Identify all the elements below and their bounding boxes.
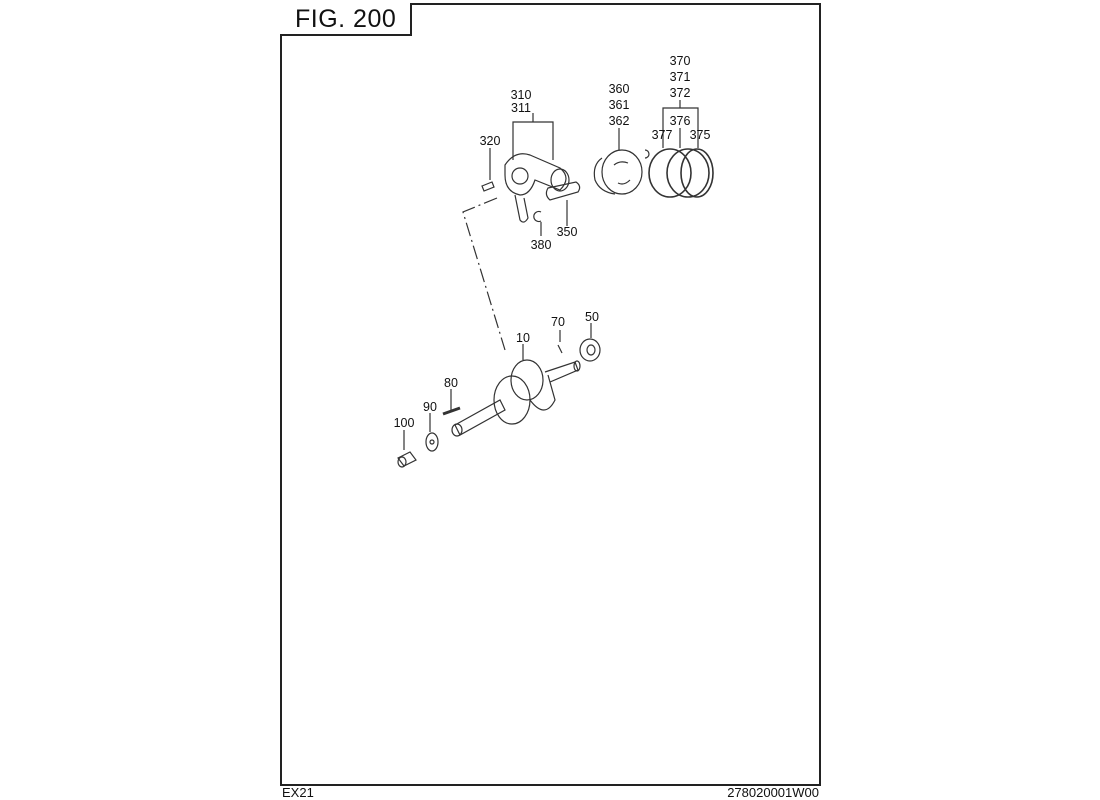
callout-10: 10 <box>516 331 530 345</box>
piston-drawing <box>533 149 650 223</box>
crankshaft-drawing <box>397 338 601 468</box>
callout-371: 371 <box>669 70 691 84</box>
callout-376: 376 <box>669 114 691 128</box>
callout-377: 377 <box>651 128 673 142</box>
callout-350: 350 <box>556 225 578 239</box>
callout-370: 370 <box>669 54 691 68</box>
piston-rings-drawing <box>648 148 714 198</box>
connecting-rod-drawing <box>481 153 570 223</box>
callout-380: 380 <box>530 238 552 252</box>
callout-80: 80 <box>444 376 458 390</box>
callout-320: 320 <box>479 134 501 148</box>
callout-362: 362 <box>608 114 630 128</box>
callout-310: 310 <box>510 88 532 102</box>
callout-311: 311 <box>511 101 531 115</box>
callout-70: 70 <box>551 315 565 329</box>
drawing-frame <box>280 3 821 786</box>
leader-lines <box>403 100 699 450</box>
callout-361: 361 <box>608 98 630 112</box>
callout-50: 50 <box>585 310 599 324</box>
callout-375: 375 <box>689 128 711 142</box>
figure-title: FIG. 200 <box>295 5 397 33</box>
callout-360: 360 <box>608 82 630 96</box>
drawing-number: 278020001W00 <box>727 785 819 800</box>
callout-90: 90 <box>423 400 437 414</box>
figure-title-box <box>280 3 412 36</box>
model-label: EX21 <box>282 785 314 800</box>
callout-372: 372 <box>669 86 691 100</box>
callout-100: 100 <box>393 416 415 430</box>
